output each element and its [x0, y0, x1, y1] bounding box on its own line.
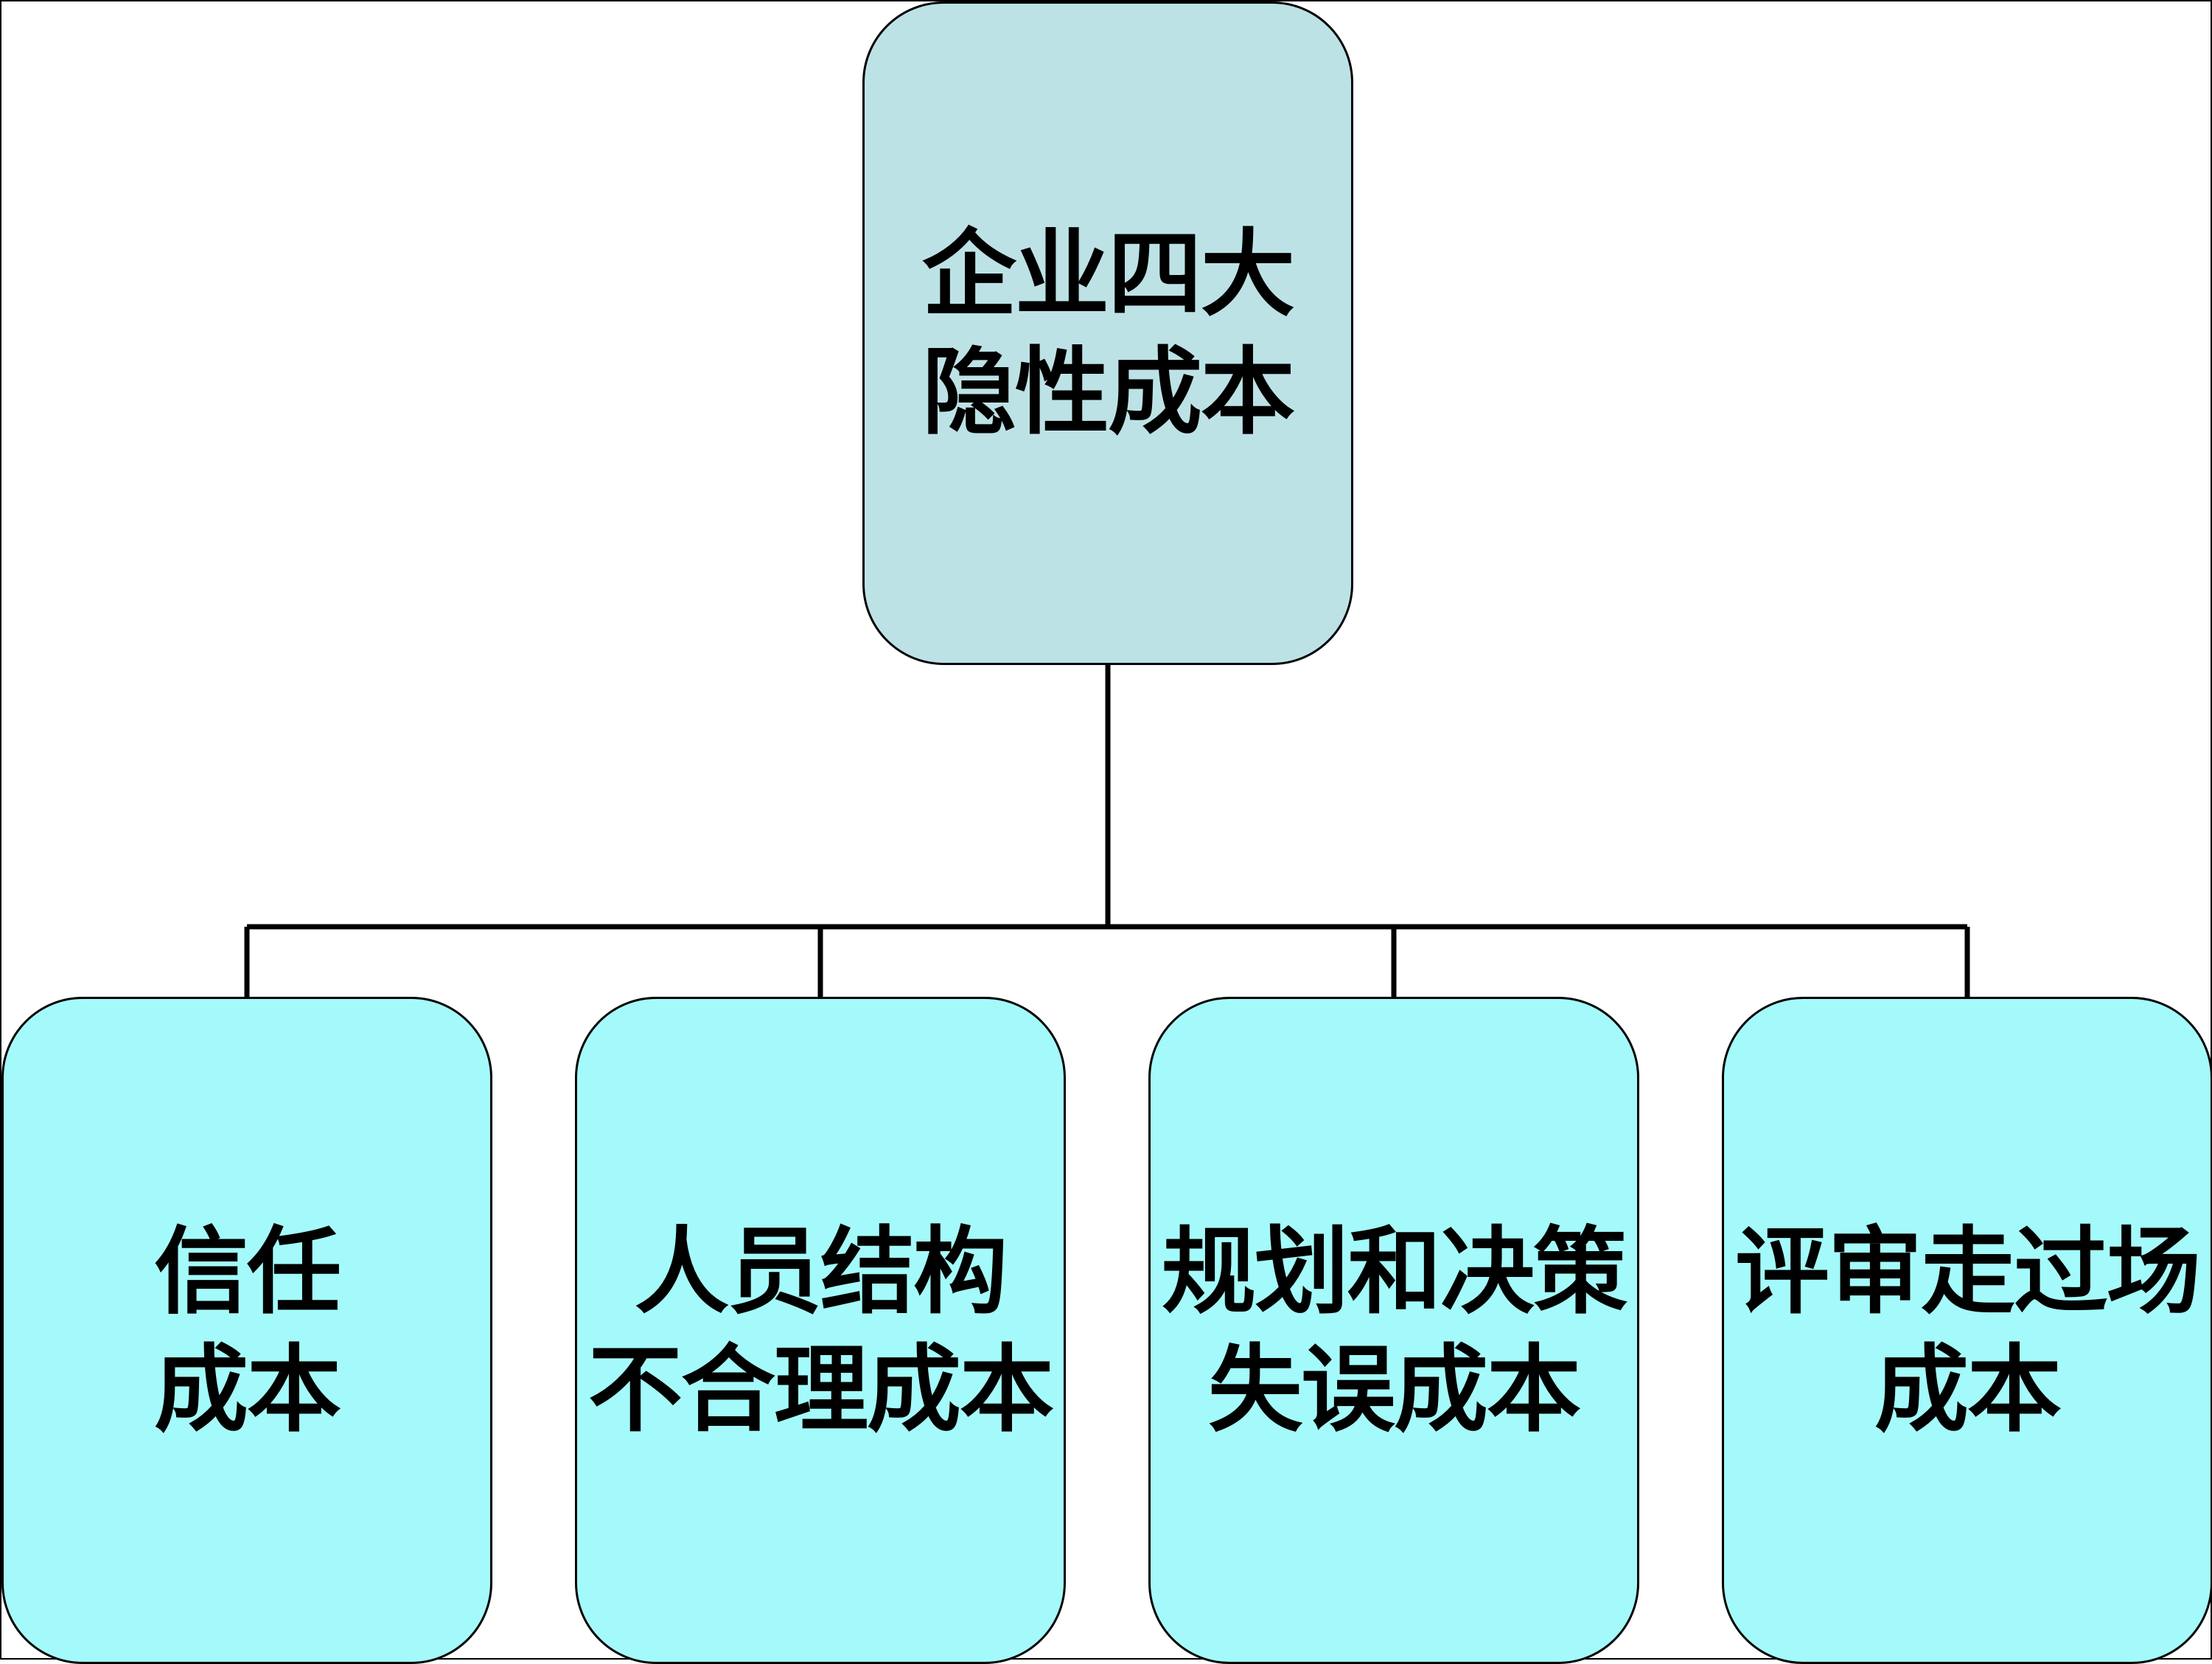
child-label-line-1: 规划和决策 [1161, 1216, 1627, 1327]
child-label-line-2: 失误成本 [1207, 1334, 1581, 1445]
child-node-text: 人员结构 不合理成本 [587, 1213, 1054, 1449]
child-label-line-2: 成本 [1874, 1334, 2062, 1445]
child-label-line-1: 评审走过场 [1734, 1216, 2201, 1327]
child-node-trust-cost: 信任 成本 [1, 997, 492, 1664]
child-node-planning-decision-cost: 规划和决策 失误成本 [1148, 997, 1639, 1664]
child-node-text: 信任 成本 [153, 1213, 341, 1449]
root-label-line-2: 隐性成本 [921, 337, 1295, 448]
child-node-staffing-structure-cost: 人员结构 不合理成本 [575, 997, 1066, 1664]
root-label-line-1: 企业四大 [921, 219, 1295, 330]
child-label-line-1: 人员结构 [634, 1216, 1008, 1327]
root-node-text: 企业四大 隐性成本 [921, 215, 1295, 451]
child-label-line-2: 成本 [153, 1334, 341, 1445]
child-node-text: 规划和决策 失误成本 [1161, 1213, 1627, 1449]
child-node-text: 评审走过场 成本 [1734, 1213, 2201, 1449]
child-node-review-formality-cost: 评审走过场 成本 [1722, 997, 2212, 1664]
root-node: 企业四大 隐性成本 [862, 1, 1353, 665]
child-label-line-1: 信任 [153, 1216, 341, 1327]
child-label-line-2: 不合理成本 [587, 1334, 1054, 1445]
